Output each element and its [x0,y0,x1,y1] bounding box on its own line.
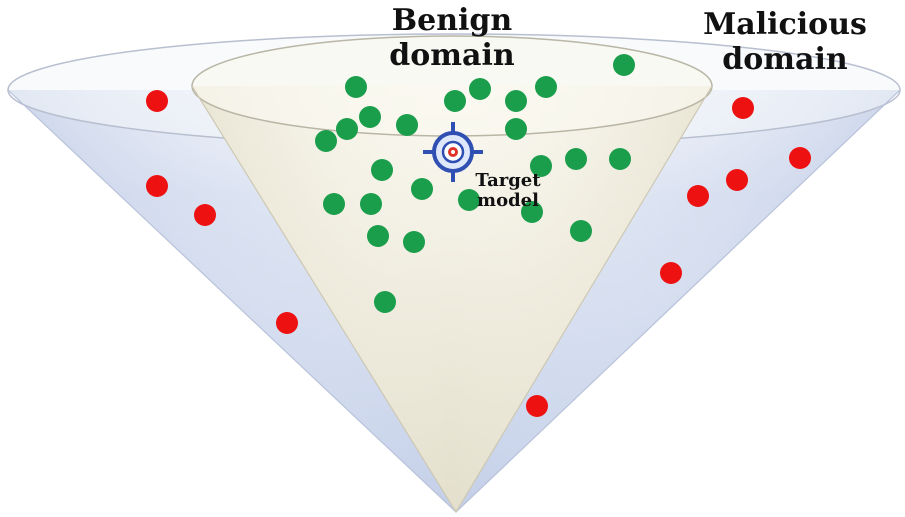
benign-domain-label: Benign domain [372,3,532,73]
benign-point [336,118,358,140]
malicious-points [146,90,811,417]
malicious-point [146,175,168,197]
benign-point [367,225,389,247]
malicious-point [732,97,754,119]
benign-point [521,201,543,223]
benign-point [444,90,466,112]
benign-point [570,220,592,242]
malicious-domain-label-line2: domain [722,41,848,77]
benign-point [315,130,337,152]
benign-point [396,114,418,136]
benign-point [411,178,433,200]
benign-point [458,189,480,211]
malicious-point [526,395,548,417]
malicious-point [687,185,709,207]
benign-points [315,54,635,313]
malicious-point [146,90,168,112]
benign-point [345,76,367,98]
malicious-point [276,312,298,334]
benign-point [469,78,491,100]
benign-point [505,90,527,112]
benign-domain-label-line1: Benign [391,3,513,38]
benign-point [371,159,393,181]
benign-point [565,148,587,170]
benign-point [359,106,381,128]
target-model-label: Target model [458,171,558,211]
benign-point [403,231,425,253]
benign-point [323,193,345,215]
benign-point [609,148,631,170]
benign-point [613,54,635,76]
malicious-domain-label: Malicious domain [690,7,880,77]
malicious-point [660,262,682,284]
benign-point [535,76,557,98]
target-model-label-line2: model [477,189,539,211]
target-model-label-line1: Target [475,170,541,191]
malicious-point [726,169,748,191]
crosshair-target-icon [423,122,483,182]
benign-point [530,155,552,177]
malicious-domain-label-line1: Malicious [703,7,867,42]
benign-point [360,193,382,215]
malicious-point [194,204,216,226]
benign-domain-label-line2: domain [389,37,515,73]
malicious-point [789,147,811,169]
benign-point [374,291,396,313]
inner-cone [191,35,713,514]
benign-point [505,118,527,140]
